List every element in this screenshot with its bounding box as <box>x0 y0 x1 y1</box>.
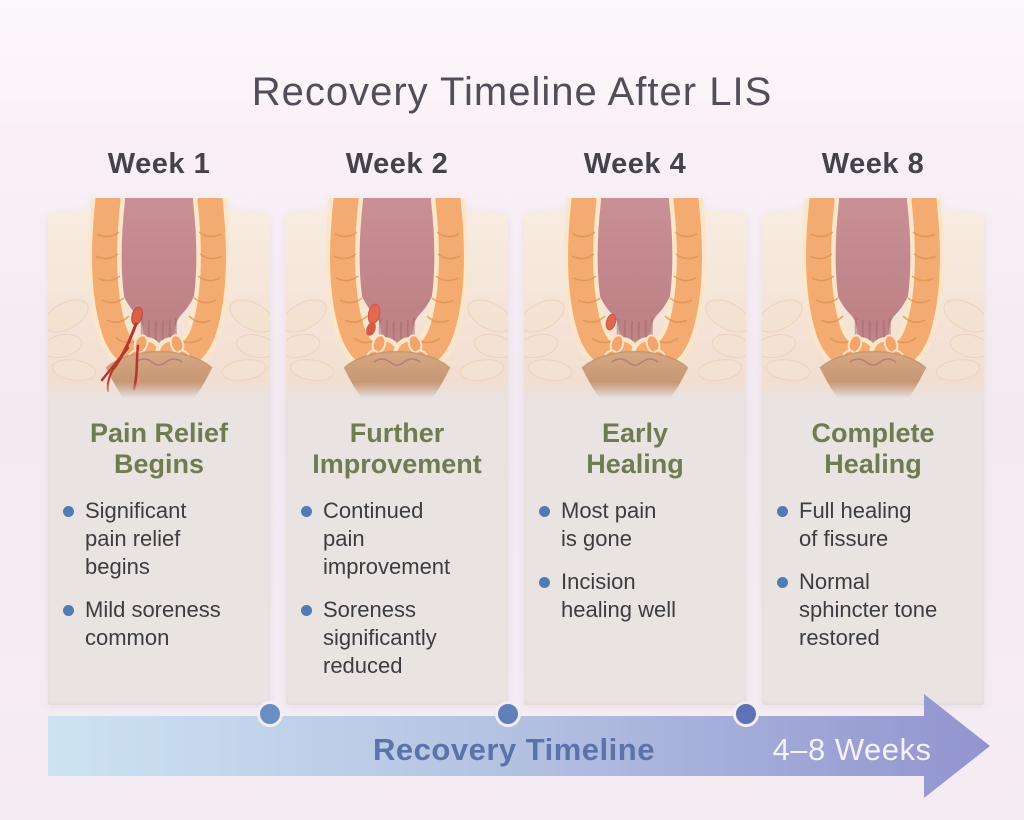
bullet-item: Continued pain improvement <box>301 497 502 581</box>
week-column-1: Week 1 <box>48 148 270 705</box>
bullet-dot-icon <box>777 506 788 517</box>
bullet-dot-icon <box>63 604 74 616</box>
bullet-dot-icon <box>539 576 550 588</box>
bullet-dot-icon <box>301 604 312 616</box>
bullet-text: Normal sphincter tone restored <box>799 568 938 650</box>
bullet-item: Soreness significantly reduced <box>301 596 502 680</box>
week-text-area: Pain Relief Begins Significant pain reli… <box>48 398 270 705</box>
week-column-2: Week 2 <box>286 148 508 705</box>
bullet-item: Normal sphincter tone restored <box>777 568 978 652</box>
timeline-label: Recovery Timeline <box>373 732 655 767</box>
week-panel: Complete Healing Full healing of fissure… <box>762 198 984 705</box>
week-column-4: Week 8 <box>762 148 984 705</box>
week-panel: Pain Relief Begins Significant pain reli… <box>48 198 270 705</box>
bullet-text: Mild soreness common <box>85 596 221 650</box>
bullet-dot-icon <box>539 506 550 517</box>
column-heading: Early Healing <box>586 418 684 479</box>
bullet-text: Significant pain relief begins <box>85 498 187 579</box>
bullet-item: Most pain is gone <box>539 497 740 553</box>
week-text-area: Further Improvement Continued pain impro… <box>286 398 508 705</box>
bullet-dot-icon <box>63 506 74 517</box>
anatomy-illustration-open-fissure-with-red-marks <box>48 198 270 398</box>
bullet-text: Soreness significantly reduced <box>323 596 437 678</box>
timeline-arrowhead-icon <box>924 694 990 798</box>
timeline-arrow <box>48 694 990 798</box>
bullet-item: Significant pain relief begins <box>63 497 264 581</box>
week-label: Week 1 <box>107 148 211 180</box>
bullet-item: Incision healing well <box>539 568 740 624</box>
week-label: Week 4 <box>583 148 687 180</box>
week-text-area: Complete Healing Full healing of fissure… <box>762 398 984 705</box>
bullet-dot-icon <box>777 576 788 588</box>
anatomy-illustration-fully-healed <box>762 198 984 398</box>
bullet-text: Most pain is gone <box>561 498 657 551</box>
page-title: Recovery Timeline After LIS <box>251 70 773 114</box>
timeline-bar <box>48 716 924 776</box>
bullet-text: Incision healing well <box>561 568 676 622</box>
timeline-range-label: 4–8 Weeks <box>772 732 932 767</box>
column-heading: Pain Relief Begins <box>89 418 229 479</box>
week-panel: Further Improvement Continued pain impro… <box>286 198 508 705</box>
bullet-item: Full healing of fissure <box>777 497 978 553</box>
bullet-item: Mild soreness common <box>63 596 264 652</box>
timeline-dot-2 <box>495 701 521 727</box>
column-heading: Complete Healing <box>811 418 935 479</box>
column-heading: Further Improvement <box>312 418 482 479</box>
bullet-dot-icon <box>301 506 312 517</box>
week-label: Week 2 <box>345 148 449 180</box>
timeline-dot-1 <box>257 701 283 727</box>
timeline-dot-3 <box>733 701 759 727</box>
week-label: Week 8 <box>821 148 925 180</box>
anatomy-illustration-small-residual-nodule <box>524 198 746 398</box>
bullet-text: Full healing of fissure <box>799 498 912 551</box>
bullet-text: Continued pain improvement <box>323 498 451 579</box>
week-column-3: Week 4 <box>524 148 746 705</box>
anatomy-illustration-healing-fissure-nodule <box>286 198 508 398</box>
